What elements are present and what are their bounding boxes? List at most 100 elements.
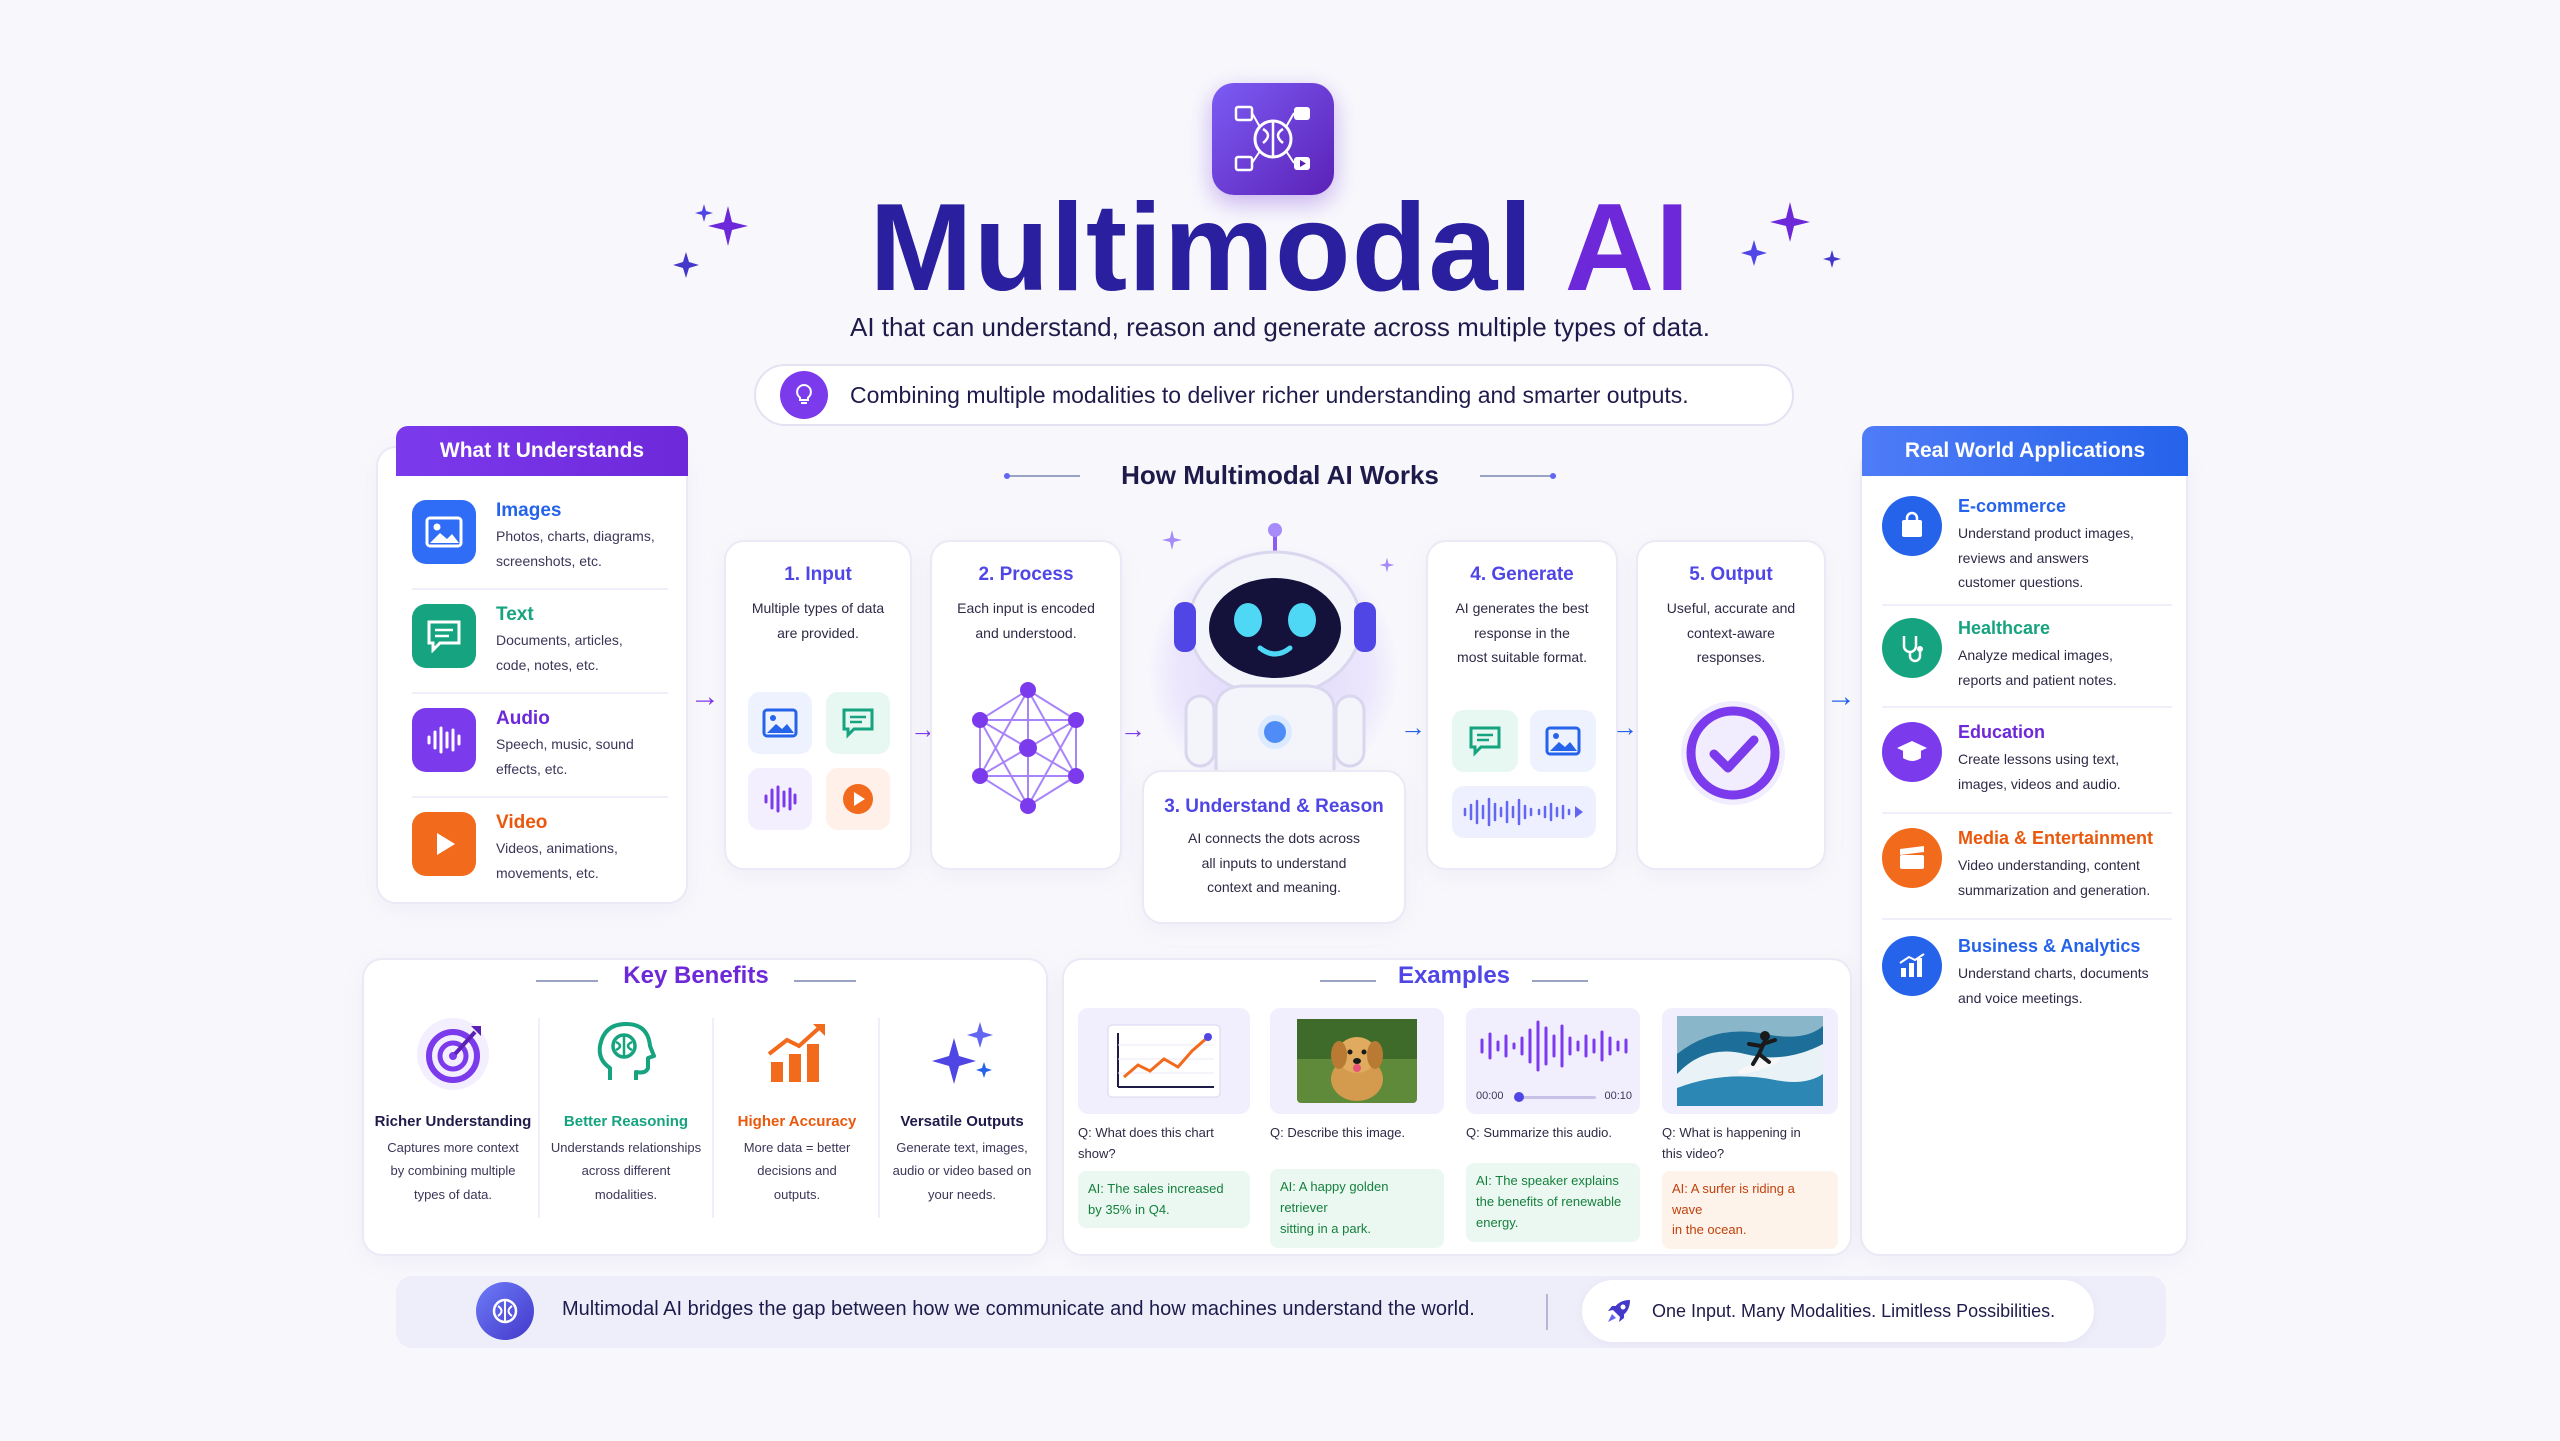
shopping-bag-icon	[1882, 496, 1942, 556]
logo-icon	[1212, 83, 1334, 195]
understands-item-images: Images Photos, charts, diagrams,screensh…	[412, 500, 682, 573]
step-title: 1. Input	[784, 564, 852, 585]
tagline-pill: Combining multiple modalities to deliver…	[754, 364, 1794, 426]
application-label: Business & Analytics	[1958, 936, 2141, 956]
sparkle-small-icon	[1379, 557, 1395, 573]
understands-desc: Photos, charts, diagrams,screenshots, et…	[496, 528, 655, 569]
step-title: 5. Output	[1689, 564, 1773, 585]
example-image: Q: Describe this image. AI: A happy gold…	[1270, 1008, 1444, 1248]
benefit-label: Better Reasoning	[563, 1113, 689, 1130]
application-label: Healthcare	[1958, 618, 2051, 638]
audio-progress-knob[interactable]	[1514, 1092, 1524, 1102]
audio-waveform-icon	[1452, 786, 1596, 838]
sparkle-small-icon	[1162, 530, 1182, 550]
audio-waveform-icon	[748, 768, 812, 830]
audio-start-time: 00:00	[1476, 1090, 1504, 1102]
works-title-deco	[1004, 473, 1080, 479]
bar-chart-icon	[1882, 936, 1942, 996]
page-subtitle: AI that can understand, reason and gener…	[850, 312, 1710, 342]
application-desc: Understand product images,reviews and an…	[1958, 525, 2134, 590]
application-item-education: Education Create lessons using text,imag…	[1882, 722, 2182, 796]
benefit-label: Higher Accuracy	[737, 1113, 857, 1130]
image-icon	[748, 692, 812, 754]
application-label: E-commerce	[1958, 496, 2067, 516]
benefits-title-deco	[794, 980, 856, 982]
sparkles-icon	[932, 1022, 993, 1084]
example-question: Q: Describe this image.	[1270, 1125, 1406, 1140]
applications-header: Real World Applications	[1862, 426, 2188, 476]
dog-photo-thumbnail	[1270, 1008, 1444, 1114]
application-desc: Create lessons using text,images, videos…	[1958, 751, 2121, 792]
robot-mascot-icon	[1174, 523, 1376, 774]
application-item-healthcare: Healthcare Analyze medical images,report…	[1882, 618, 2182, 692]
example-audio: 00:00 00:10 Q: Summarize this audio. AI:…	[1466, 1008, 1640, 1242]
arrow-right-icon: →	[1612, 712, 1638, 742]
video-play-icon	[826, 768, 890, 830]
understands-label: Images	[496, 500, 562, 521]
footer-statement: Multimodal AI bridges the gap between ho…	[562, 1298, 1475, 1320]
understands-item-video: Video Videos, animations,movements, etc.	[412, 812, 682, 885]
audio-waveform-icon	[412, 708, 476, 772]
text-icon	[826, 692, 890, 754]
audio-progress-bar[interactable]	[1514, 1092, 1596, 1102]
audio-end-time: 00:10	[1604, 1090, 1632, 1102]
text-icon	[412, 604, 476, 668]
application-item-media: Media & Entertainment Video understandin…	[1882, 828, 2182, 902]
application-desc: Analyze medical images,reports and patie…	[1958, 647, 2117, 688]
image-icon	[1530, 710, 1596, 772]
growth-chart-icon	[767, 1024, 825, 1082]
understands-label: Audio	[496, 708, 550, 729]
line-chart-thumbnail	[1078, 1008, 1250, 1114]
understands-item-text: Text Documents, articles,code, notes, et…	[412, 604, 682, 677]
application-item-business: Business & Analytics Understand charts, …	[1882, 936, 2182, 1010]
brain-icon	[476, 1282, 534, 1340]
neural-network-icon	[972, 682, 1084, 814]
title-main: Multimodal	[869, 179, 1534, 317]
example-question: Q: Summarize this audio.	[1466, 1125, 1612, 1140]
examples-title-deco	[1532, 980, 1588, 982]
understands-label: Video	[496, 812, 548, 833]
text-icon	[1452, 710, 1518, 772]
step-understand-reason: 3. Understand & Reason AI connects the d…	[1142, 770, 1406, 924]
target-icon	[417, 1018, 489, 1090]
understands-desc: Videos, animations,movements, etc.	[496, 840, 618, 881]
lightbulb-icon	[780, 371, 828, 419]
checkmark-icon	[1681, 701, 1785, 805]
understands-desc: Documents, articles,code, notes, etc.	[496, 632, 623, 673]
step-title: 4. Generate	[1470, 564, 1574, 585]
footer-slogan-pill: One Input. Many Modalities. Limitless Po…	[1582, 1280, 2094, 1342]
works-title-deco	[1480, 473, 1556, 479]
benefits-title-deco	[536, 980, 598, 982]
understands-header: What It Understands	[396, 426, 688, 476]
footer-slogan: One Input. Many Modalities. Limitless Po…	[1652, 1300, 2056, 1321]
stethoscope-icon	[1882, 618, 1942, 678]
benefit-better-reasoning: Better Reasoning Understands relationshi…	[544, 1016, 708, 1206]
video-play-icon	[412, 812, 476, 876]
sparkle-left-icon	[673, 204, 748, 278]
brain-head-icon	[597, 1022, 656, 1080]
benefits-panel	[362, 958, 1048, 1256]
examples-title: Examples	[1397, 962, 1511, 989]
benefit-richer-understanding: Richer Understanding Captures more conte…	[372, 1016, 534, 1206]
page-title: Multimodal AI	[680, 178, 1880, 318]
